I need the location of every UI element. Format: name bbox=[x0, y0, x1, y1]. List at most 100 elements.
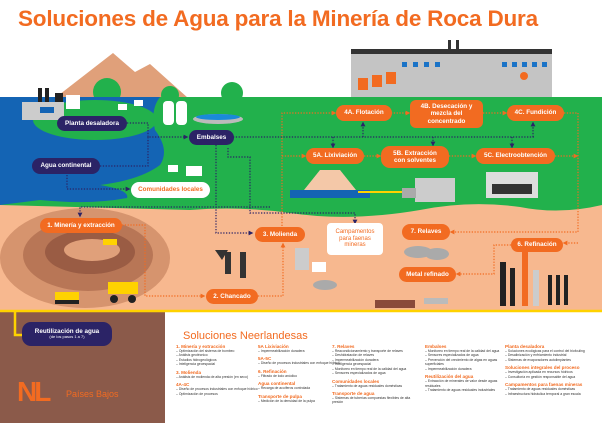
solution-item: – Monitoreo en tiempo real de la calidad… bbox=[425, 349, 500, 353]
solution-group-title: 5A Lixiviación bbox=[258, 344, 289, 349]
reservoir bbox=[163, 101, 243, 125]
node-metal-refinado: Metal refinado bbox=[399, 267, 456, 282]
solution-group-title: 5A-5C bbox=[258, 356, 272, 362]
solution-group-title: Agua continental bbox=[258, 381, 296, 387]
solution-item: – Diseño de procesos industriales con en… bbox=[258, 361, 340, 366]
solution-item: – Prevención del crecimiento de algas en… bbox=[425, 357, 498, 367]
node-relaves: 7. Relaves bbox=[402, 224, 450, 240]
solution-item: – Extracción de minerales de valor desde… bbox=[425, 379, 498, 388]
water-flow-lines bbox=[66, 121, 536, 236]
solution-list: – Recarga de acuíferos controlada bbox=[258, 386, 340, 390]
solutions-column: 5A Lixiviación– Impermeabilización durad… bbox=[258, 341, 340, 403]
solutions-column: Planta desaladora– Soluciones ecológicas… bbox=[505, 341, 587, 396]
solution-item: – Inteligencia geoespacial bbox=[332, 362, 372, 367]
node-reutilizacion: Reutilización de agua (de los pasos 1 a … bbox=[22, 322, 112, 346]
solution-list: – Tratamiento de aguas residuales domést… bbox=[505, 387, 587, 396]
process-flow-lines bbox=[122, 110, 579, 299]
solution-item: – Tratamiento de aguas residuales indust… bbox=[425, 387, 496, 392]
solution-item: – Sensores especializados de agua bbox=[332, 371, 386, 376]
solution-item: – Desalinización y enfriamiento industri… bbox=[505, 353, 567, 358]
solution-item: – Análisis geotécnico bbox=[176, 353, 208, 358]
solution-list: – Soluciones ecológicas para el control … bbox=[505, 349, 587, 362]
solution-item: – Infraestructura hidráulica temporal a … bbox=[505, 391, 581, 396]
node-molienda: 3. Molienda bbox=[255, 227, 305, 242]
node-desecacion: 4B. Desecación y mezcla del concentrado bbox=[410, 100, 483, 128]
solution-item: – Estudios hidrogeológicos bbox=[176, 357, 217, 362]
node-lixiviacion: 5A. Lixiviación bbox=[306, 148, 364, 164]
solution-item: – Monitoreo en tiempo real de la calidad… bbox=[332, 366, 407, 371]
solution-item: – Sensores especializados de agua bbox=[425, 353, 479, 358]
solution-group-title: Soluciones integrales del proceso bbox=[505, 365, 580, 371]
node-flotacion: 4A. Flotación bbox=[336, 105, 392, 121]
solution-list: – Diseño de procesos industriales con en… bbox=[176, 387, 258, 396]
solution-group-title: Campamentos para faenas mineras bbox=[505, 382, 583, 388]
node-refinacion: 6. Refinación bbox=[511, 238, 563, 252]
solution-item: – Inteligencia geoespacial bbox=[176, 362, 216, 367]
solution-list: – Monitoreo en tiempo real de la calidad… bbox=[425, 349, 507, 371]
solution-list: – Diseño de procesos industriales con en… bbox=[258, 361, 340, 365]
solution-item: – Consultoría en gestión responsable del… bbox=[505, 374, 576, 379]
solutions-column: 7. Relaves– Reacondicionamiento y transp… bbox=[332, 341, 414, 405]
solution-list: – Filtrado de lodo anódico bbox=[258, 374, 340, 378]
solution-list: – Medición de la densidad de la pulpa bbox=[258, 399, 340, 403]
solution-group-title: Reutilización del agua bbox=[425, 374, 474, 380]
solution-item: – Deshidratación de relaves bbox=[332, 353, 375, 358]
solutions-column: Embalses– Monitoreo en tiempo real de la… bbox=[425, 341, 507, 392]
solutions-column: 1. Minería y extracción– Optimización de… bbox=[176, 341, 258, 396]
solution-list: – Sistemas de tuberías compuestas flexib… bbox=[332, 396, 414, 405]
solution-group-title: 3. Molienda bbox=[176, 369, 202, 375]
solution-list: – Impermeabilización duradera bbox=[258, 349, 340, 353]
node-extraccion: 5B. Extracción con solventes bbox=[381, 146, 449, 168]
solution-item: – Análisis de molienda de alta presión (… bbox=[176, 374, 248, 379]
node-planta-desaladora: Planta desaladora bbox=[57, 116, 127, 131]
mining-vehicles bbox=[55, 239, 138, 304]
crushing-plant bbox=[215, 248, 309, 278]
solution-item: – Impermeabilización duradera bbox=[425, 366, 472, 371]
solution-group-title: Transporte de agua bbox=[332, 390, 375, 396]
solution-group-title: Transporte de pulpa bbox=[258, 393, 302, 399]
solution-item: – Sistemas de tuberías compuestas flexib… bbox=[332, 395, 411, 405]
solution-item: – Impermeabilización duradera bbox=[332, 357, 379, 362]
desalination-plant bbox=[22, 88, 80, 120]
reutilizacion-sublabel: (de los pasos 1 a 7) bbox=[49, 334, 85, 340]
node-chancado: 2. Chancado bbox=[206, 289, 258, 304]
node-mineria: 1. Minería y extracción bbox=[40, 218, 122, 233]
solution-list: – Optimización del sistema de bombeo– An… bbox=[176, 349, 258, 367]
solution-item: – Optimización del sistema de bombeo bbox=[176, 349, 235, 353]
refinery bbox=[500, 250, 568, 306]
solution-group-title: Embalses bbox=[425, 344, 447, 349]
node-fundicion: 4C. Fundición bbox=[507, 105, 564, 121]
solution-list: – Análisis de molienda de alta presión (… bbox=[176, 375, 258, 379]
solution-item: – Recarga de acuíferos controlada bbox=[258, 386, 311, 391]
solution-list: – Investigación aplicada en recursos híd… bbox=[505, 370, 587, 379]
ew-plant bbox=[486, 172, 538, 198]
node-embalses: Embalses bbox=[189, 130, 234, 145]
solution-item: – Diseño de procesos industriales con en… bbox=[176, 387, 258, 392]
solution-group-title: Planta desaladora bbox=[505, 344, 545, 349]
solutions-heading: Soluciones Neerlandesas bbox=[183, 330, 308, 342]
solution-list: – Tratamiento de aguas residuales domést… bbox=[332, 384, 414, 388]
concentrator-plant bbox=[351, 40, 552, 98]
node-comunidades-locales: Comunidades locales bbox=[131, 182, 210, 198]
solution-group-title: 6. Refinación bbox=[258, 368, 287, 374]
sx-plant bbox=[402, 178, 455, 202]
country-label: Países Bajos bbox=[66, 389, 119, 399]
solution-item: – Impermeabilización duradera bbox=[258, 349, 305, 353]
nl-logo: NL bbox=[17, 376, 51, 407]
solution-item: – Filtrado de lodo anódico bbox=[258, 373, 298, 378]
solution-item: – Sistemas de evaporadores autolimpiante… bbox=[505, 357, 571, 362]
node-campamentos: Campamentos para faenas mineras bbox=[327, 223, 383, 255]
solution-list: – Reacondicionamiento y transporte de re… bbox=[332, 349, 414, 376]
node-agua-continental: Agua continental bbox=[32, 158, 100, 174]
solution-group-title: 1. Minería y extracción bbox=[176, 344, 226, 349]
solution-item: – Optimización de procesos bbox=[176, 391, 218, 396]
reutilizacion-label: Reutilización de agua bbox=[34, 328, 100, 336]
solution-item: – Reacondicionamiento y transporte de re… bbox=[332, 349, 403, 353]
solution-item: – Soluciones ecológicas para el control … bbox=[505, 349, 585, 353]
solution-item: – Tratamiento de aguas residuales domést… bbox=[332, 383, 403, 388]
page-title: Soluciones de Agua para la Minería de Ro… bbox=[18, 6, 538, 31]
node-electroobtencion: 5C. Electroobtención bbox=[476, 148, 555, 164]
solution-item: – Medición de la densidad de la pulpa bbox=[258, 398, 315, 403]
solution-group-title: 7. Relaves bbox=[332, 344, 355, 349]
